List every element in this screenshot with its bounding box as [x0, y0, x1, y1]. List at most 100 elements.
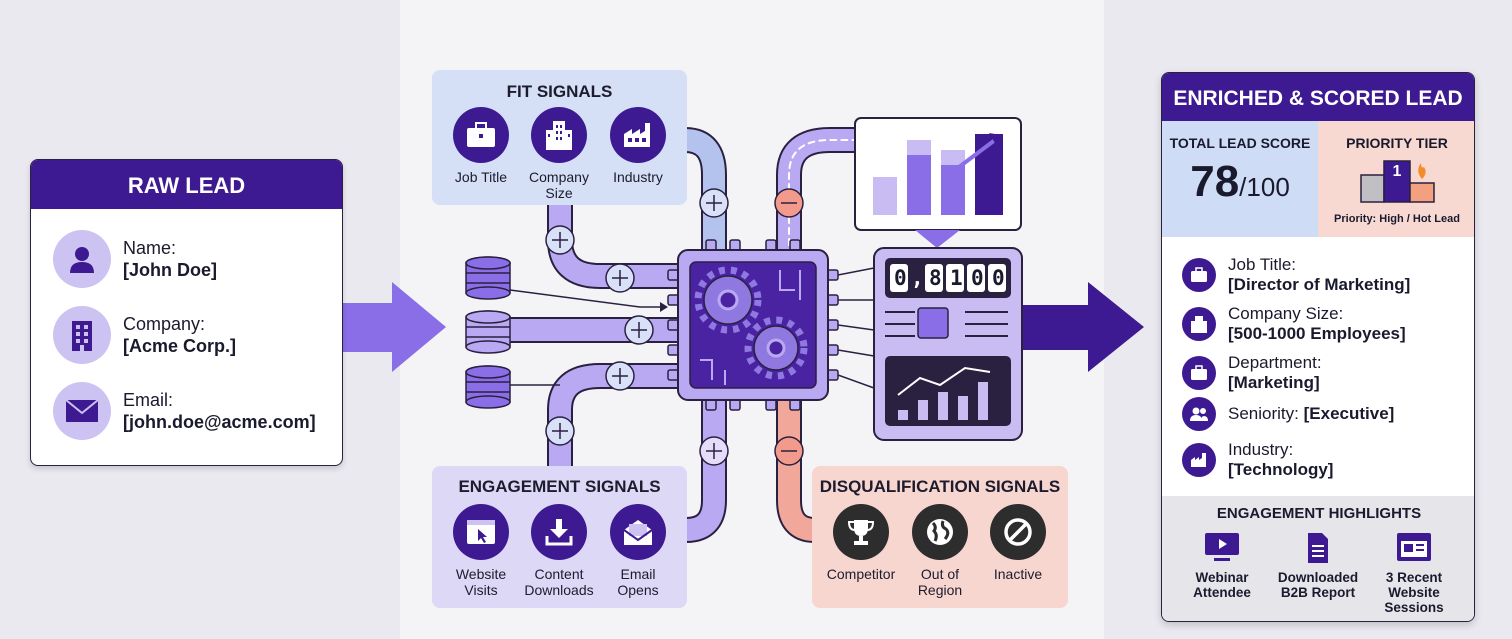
highlight-label: 3 Recent Website Sessions — [1384, 570, 1444, 615]
score-counter: 0 , 8 1 0 0 — [890, 264, 1008, 292]
detail-department: Department:[Marketing] — [1182, 353, 1322, 393]
score-title: TOTAL LEAD SCORE — [1169, 135, 1311, 151]
counter-digit: 0 — [971, 266, 984, 290]
detail-value: [500-1000 Employees] — [1228, 324, 1406, 343]
highlight-label: Downloaded B2B Report — [1277, 570, 1359, 600]
video-play-icon — [1204, 532, 1240, 564]
detail-label: Department: — [1228, 353, 1322, 372]
disqualification-signal-inactive: Inactive — [973, 504, 1063, 582]
disqualification-signal-out-of-region: Out of Region — [895, 504, 985, 598]
open-envelope-icon — [610, 504, 666, 560]
signal-label: Email Opens — [617, 566, 659, 598]
highlight-website-sessions: 3 Recent Website Sessions — [1364, 532, 1464, 615]
input-arrow — [343, 282, 446, 372]
detail-value: [Director of Marketing] — [1228, 275, 1411, 294]
briefcase-icon — [1182, 356, 1216, 390]
scoring-machine — [873, 247, 1023, 441]
database-icons — [465, 256, 511, 409]
detail-label: Seniority: — [1228, 404, 1299, 423]
tier-note: Priority: High / Hot Lead — [1334, 213, 1460, 225]
counter-digit: 1 — [950, 266, 963, 290]
highlight-report: Downloaded B2B Report — [1268, 532, 1368, 600]
detail-seniority: Seniority: [Executive] — [1182, 397, 1394, 431]
tier-title: PRIORITY TIER — [1346, 135, 1448, 151]
envelope-icon — [53, 382, 111, 440]
engagement-signal-email-opens: Email Opens — [593, 504, 683, 598]
raw-lead-email-row: Email:[john.doe@acme.com] — [53, 382, 316, 440]
globe-icon — [912, 504, 968, 560]
counter-digit: 8 — [929, 266, 942, 290]
detail-value: [Executive] — [1303, 404, 1395, 423]
signal-label: Company Size — [529, 169, 589, 201]
score-value: 78 — [1190, 157, 1240, 206]
field-value: [Acme Corp.] — [123, 336, 237, 356]
fit-signal-job-title: Job Title — [436, 107, 526, 185]
disqualification-signal-competitor: Competitor — [816, 504, 906, 582]
signal-label: Competitor — [826, 566, 896, 582]
fit-signal-company-size: Company Size — [514, 107, 604, 201]
counter-digit: 0 — [894, 266, 907, 290]
bar-chart-display — [854, 117, 1022, 248]
factory-icon — [1182, 443, 1216, 477]
field-value: [John Doe] — [123, 260, 217, 280]
disqualification-signals-panel: DISQUALIFICATION SIGNALS Competitor Out … — [812, 466, 1068, 608]
tier-rank: 1 — [1392, 163, 1402, 180]
detail-industry: Industry:[Technology] — [1182, 440, 1333, 480]
download-icon — [531, 504, 587, 560]
detail-value: [Marketing] — [1228, 373, 1320, 392]
raw-lead-name-row: Name:[John Doe] — [53, 230, 217, 288]
total-lead-score-box: TOTAL LEAD SCORE 78/100 — [1162, 121, 1318, 237]
briefcase-icon — [1182, 258, 1216, 292]
engagement-signals-panel: ENGAGEMENT SIGNALS Website Visits Conten… — [432, 466, 687, 608]
field-value: [john.doe@acme.com] — [123, 412, 316, 432]
disqualification-signals-title: DISQUALIFICATION SIGNALS — [819, 477, 1061, 496]
signal-label: Out of Region — [917, 566, 963, 598]
signal-label: Content Downloads — [524, 566, 594, 598]
building-icon — [53, 306, 111, 364]
factory-icon — [610, 107, 666, 163]
office-building-icon — [531, 107, 587, 163]
minus-markers — [774, 188, 804, 466]
browser-cursor-icon — [453, 504, 509, 560]
signal-label: Industry — [613, 169, 663, 185]
fit-signals-panel: FIT SIGNALS Job Title Company Size Indus… — [432, 70, 687, 205]
briefcase-icon — [453, 107, 509, 163]
office-building-icon — [1182, 307, 1216, 341]
detail-job-title: Job Title:[Director of Marketing] — [1182, 255, 1410, 295]
counter-separator: , — [911, 266, 924, 290]
signal-label: Job Title — [454, 169, 508, 185]
signal-label: Website Visits — [455, 566, 507, 598]
podium-icon: 1 — [1360, 157, 1436, 203]
priority-tier-box: PRIORITY TIER 1 Priority: High / Hot Lea… — [1318, 121, 1474, 237]
processor-chip — [667, 239, 875, 411]
highlight-webinar: Webinar Attendee — [1172, 532, 1272, 600]
field-label: Company: — [123, 314, 206, 334]
output-arrow — [1020, 282, 1144, 372]
people-icon — [1182, 397, 1216, 431]
plus-markers — [545, 188, 729, 466]
engagement-signals-title: ENGAGEMENT SIGNALS — [458, 477, 661, 496]
counter-digit: 0 — [992, 266, 1005, 290]
raw-lead-company-row: Company:[Acme Corp.] — [53, 306, 236, 364]
prohibited-icon — [990, 504, 1046, 560]
detail-company-size: Company Size:[500-1000 Employees] — [1182, 304, 1406, 344]
raw-lead-card: RAW LEAD Name:[John Doe] Company:[Acme C… — [30, 159, 343, 466]
signal-label: Inactive — [993, 566, 1043, 582]
detail-label: Industry: — [1228, 440, 1294, 459]
fit-signals-title: FIT SIGNALS — [506, 82, 613, 101]
field-label: Email: — [123, 390, 174, 410]
highlight-label: Webinar Attendee — [1193, 570, 1251, 600]
score-max: /100 — [1239, 172, 1290, 202]
engagement-highlights-title: ENGAGEMENT HIGHLIGHTS — [1216, 505, 1422, 522]
detail-label: Job Title: — [1228, 255, 1297, 274]
engagement-signal-website-visits: Website Visits — [436, 504, 526, 598]
person-icon — [53, 230, 111, 288]
detail-label: Company Size: — [1228, 304, 1344, 323]
enriched-lead-card: ENRICHED & SCORED LEAD TOTAL LEAD SCORE … — [1161, 72, 1475, 622]
enriched-lead-title: ENRICHED & SCORED LEAD — [1162, 73, 1474, 121]
fit-signal-industry: Industry — [593, 107, 683, 185]
document-icon — [1300, 532, 1336, 564]
engagement-signal-content-downloads: Content Downloads — [514, 504, 604, 598]
detail-value: [Technology] — [1228, 460, 1334, 479]
